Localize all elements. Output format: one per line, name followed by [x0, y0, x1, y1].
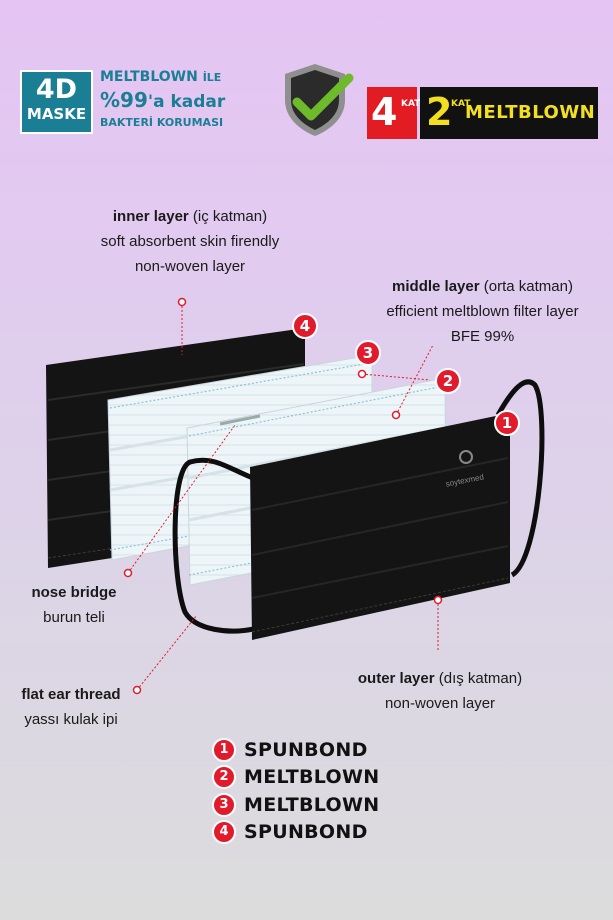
inner-title-tr: (iç katman) [192, 208, 268, 225]
legend-row-1: 1 SPUNBOND [212, 736, 368, 764]
layer-marker-2: 2 [435, 368, 461, 394]
badge-maske-text: MASKE [26, 105, 87, 123]
legend-marker-2: 2 [212, 765, 236, 789]
middle-title-tr: (orta katman) [483, 278, 573, 295]
kat-red-label: KAT [401, 99, 421, 109]
inner-layer-label: inner layer (iç katman) soft absorbent s… [40, 204, 340, 279]
ear-line2: yassı kulak ipi [24, 711, 118, 728]
claim-ile: İLE [202, 71, 222, 84]
claim-percent: %99 [100, 88, 148, 112]
4-kat-badge: 4 KAT [367, 87, 421, 139]
kat-black-label: KAT [451, 99, 471, 109]
leader-lines [127, 302, 439, 691]
legend-row-3: 3 MELTBLOWN [212, 791, 379, 819]
claim-kadar: 'a kadar [147, 92, 226, 112]
inner-line3: non-woven layer [134, 258, 246, 275]
middle-line2: efficient meltblown filter layer [386, 303, 579, 320]
legend-marker-1: 1 [212, 738, 236, 762]
legend-marker-3: 3 [212, 793, 236, 817]
legend-row-2: 2 MELTBLOWN [212, 763, 379, 791]
nose-bridge-label: nose bridge burun teli [14, 580, 134, 630]
inner-title: inner layer [112, 208, 189, 225]
leader-dots [123, 297, 443, 695]
2-kat-meltblown-badge: 2 KAT MELTBLOWN [420, 87, 598, 139]
kat-black-word: MELTBLOWN [465, 102, 596, 123]
layer-marker-1: 1 [494, 410, 520, 436]
layer-1-outer-spunbond: soytexmed [250, 413, 510, 640]
legend-text-1: SPUNBOND [244, 739, 368, 761]
legend-row-4: 4 SPUNBOND [212, 818, 368, 846]
shield-check-icon [285, 64, 354, 136]
flat-ear-thread-label: flat ear thread yassı kulak ipi [8, 682, 134, 732]
legend-text-2: MELTBLOWN [244, 766, 380, 788]
middle-title: middle layer [392, 278, 480, 295]
nose-line2: burun teli [43, 609, 105, 626]
outer-line2: non-woven layer [384, 695, 496, 712]
legend-text-4: SPUNBOND [244, 821, 368, 843]
outer-layer-label: outer layer (dış katman) non-woven layer [335, 666, 545, 716]
claim-bakteri: BAKTERİ KORUMASI [100, 116, 224, 129]
legend-marker-4: 4 [212, 820, 236, 844]
kat-red-number: 4 [371, 90, 398, 134]
layer-marker-3: 3 [355, 340, 381, 366]
middle-line3: BFE 99% [450, 328, 515, 345]
nose-title: nose bridge [31, 584, 117, 601]
ear-title: flat ear thread [21, 686, 121, 703]
claim-meltblown: MELTBLOWN [100, 69, 198, 85]
middle-layer-label: middle layer (orta katman) efficient mel… [360, 274, 605, 349]
layer-marker-4: 4 [292, 313, 318, 339]
inner-line2: soft absorbent skin firendly [100, 233, 280, 250]
legend-text-3: MELTBLOWN [244, 794, 380, 816]
outer-title: outer layer [357, 670, 435, 687]
bacteria-protection-claim: MELTBLOWN İLE %99'a kadar BAKTERİ KORUMA… [100, 68, 225, 131]
kat-black-number: 2 [426, 90, 453, 134]
4d-mask-badge: 4D MASKE [20, 70, 93, 134]
badge-4d-text: 4D [35, 74, 78, 105]
outer-title-tr: (dış katman) [438, 670, 523, 687]
